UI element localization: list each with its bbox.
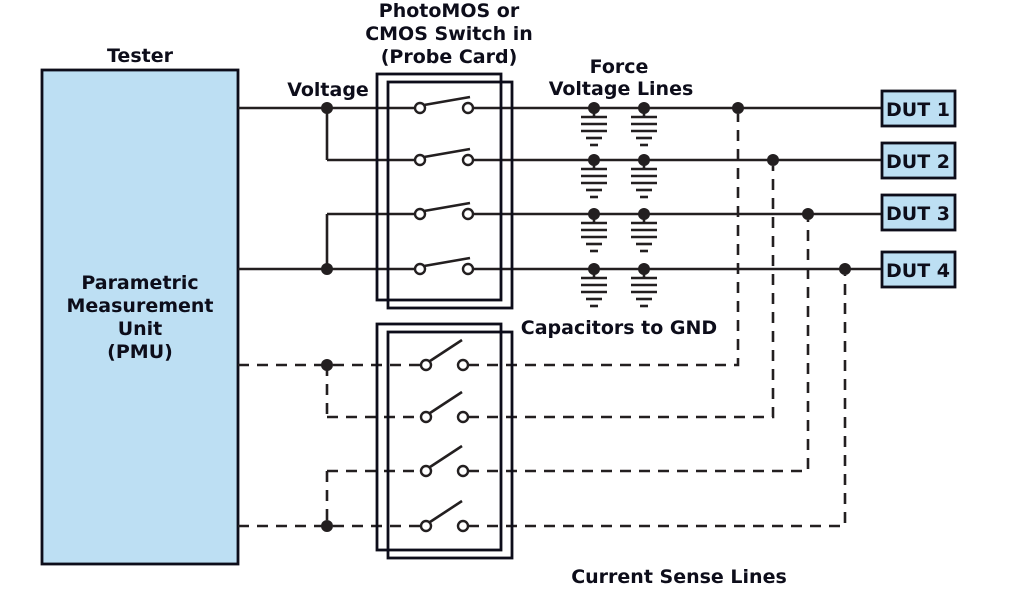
sense-switch-3-terminal-out	[456, 464, 470, 478]
force-label-line-2: Voltage Lines	[549, 78, 694, 100]
dut-3-box	[880, 193, 957, 232]
dut-4-box	[880, 250, 957, 289]
dut-2: DUT 2	[880, 141, 957, 180]
capacitor-1-2	[631, 108, 657, 147]
dut-4: DUT 4	[880, 250, 957, 289]
sense-switch-1-lever	[429, 338, 463, 363]
capacitor-1-1	[581, 108, 607, 147]
dut-3: DUT 3	[880, 193, 957, 232]
cap-node-dot-1-2	[638, 102, 650, 114]
force-switch-4-terminal-in	[413, 262, 427, 276]
current-sense-wires	[238, 114, 847, 528]
switches	[413, 95, 475, 533]
sense-wire-1-dut-side	[468, 114, 740, 367]
junction-dots	[321, 102, 851, 532]
sense-switch-3-lever	[429, 444, 463, 469]
cap-node-dot-4-1	[588, 263, 600, 275]
cap-node-dot-2-2	[638, 154, 650, 166]
cap-node-dot-4-2	[638, 263, 650, 275]
cap-node-dot-2-1	[588, 154, 600, 166]
dut-2-label: DUT 2	[886, 151, 950, 173]
sense-wire-4-dut-side	[468, 275, 847, 528]
force-junction-dot-bottom	[321, 263, 333, 275]
pmu-label-line-2: Measurement	[67, 295, 214, 317]
dut-1-box	[880, 89, 957, 128]
dut-boxes: DUT 1 DUT 2 DUT 3 DUT 4	[880, 89, 957, 289]
force-switch-2-terminal-in	[413, 153, 427, 167]
voltage-label: Voltage	[287, 79, 369, 101]
cap-node-dot-1-1	[588, 102, 600, 114]
sense-switch-2-terminal-in	[419, 410, 433, 424]
sense-tap-dot-3	[802, 208, 814, 220]
force-switch-box-inner	[386, 80, 514, 310]
sense-wire-2-dut-side	[468, 166, 775, 419]
force-junction-dot-top	[321, 102, 333, 114]
pmu-block	[40, 68, 240, 566]
sense-switch-1-terminal-in	[419, 358, 433, 372]
force-switch-block	[375, 72, 514, 310]
switch-title-line-3: (Probe Card)	[381, 46, 518, 68]
switch-title-line-1: PhotoMOS or	[379, 0, 520, 22]
force-switch-4-lever	[423, 256, 471, 268]
sense-switch-block	[375, 322, 514, 560]
sense-switch-4-terminal-in	[419, 519, 433, 533]
pmu-label-line-1: Parametric	[81, 272, 198, 294]
dut-1-label: DUT 1	[886, 99, 950, 121]
sense-tap-dot-1	[732, 102, 744, 114]
sense-switch-2-terminal-out	[456, 410, 470, 424]
force-switch-1-terminal-out	[461, 101, 475, 115]
capacitor-2-1	[581, 160, 607, 199]
force-switch-2-lever	[423, 147, 471, 159]
sense-junction-dot-top	[321, 359, 333, 371]
sense-switch-1-terminal-out	[456, 358, 470, 372]
force-switch-3-terminal-out	[461, 207, 475, 221]
cap-node-dot-3-1	[588, 208, 600, 220]
pmu-label: Parametric Measurement Unit (PMU)	[67, 272, 214, 363]
sense-switch-box-outer	[375, 322, 503, 552]
dut-2-box	[880, 141, 957, 180]
capacitors-to-gnd	[581, 108, 657, 308]
force-voltage-lines-label: Force Voltage Lines	[549, 56, 694, 100]
cap-node-dot-3-2	[638, 208, 650, 220]
force-switch-1-terminal-in	[413, 101, 427, 115]
dut-4-label: DUT 4	[886, 260, 950, 282]
sense-tap-dot-2	[767, 154, 779, 166]
sense-switch-3-terminal-in	[419, 464, 433, 478]
force-voltage-wires	[238, 106, 882, 271]
sense-switch-4-terminal-out	[456, 519, 470, 533]
force-switch-2-terminal-out	[461, 153, 475, 167]
sense-switch-box-inner	[386, 330, 514, 560]
force-switch-1-lever	[423, 95, 471, 107]
sense-tap-dot-4	[839, 263, 851, 275]
tester-heading: Tester	[107, 45, 174, 67]
capacitor-2-2	[631, 160, 657, 199]
switch-title-line-2: CMOS Switch in	[365, 23, 533, 45]
force-switch-3-lever	[423, 201, 471, 213]
pmu-label-line-3: Unit	[118, 318, 163, 340]
force-switch-4-terminal-out	[461, 262, 475, 276]
force-switch-3-terminal-in	[413, 207, 427, 221]
capacitors-to-gnd-label: Capacitors to GND	[521, 317, 717, 339]
force-switch-box-outer	[375, 72, 503, 302]
sense-junction-dot-bottom	[321, 520, 333, 532]
pmu-label-line-4: (PMU)	[107, 341, 173, 363]
switch-block-title: PhotoMOS or CMOS Switch in (Probe Card)	[365, 0, 533, 68]
force-label-line-1: Force	[590, 56, 649, 78]
dut-1: DUT 1	[880, 89, 957, 128]
sense-switch-2-lever	[429, 390, 463, 415]
sense-switch-4-lever	[429, 499, 463, 524]
dut-3-label: DUT 3	[886, 203, 950, 225]
current-sense-lines-label: Current Sense Lines	[571, 566, 787, 588]
sense-wire-3-dut-side	[468, 220, 810, 473]
